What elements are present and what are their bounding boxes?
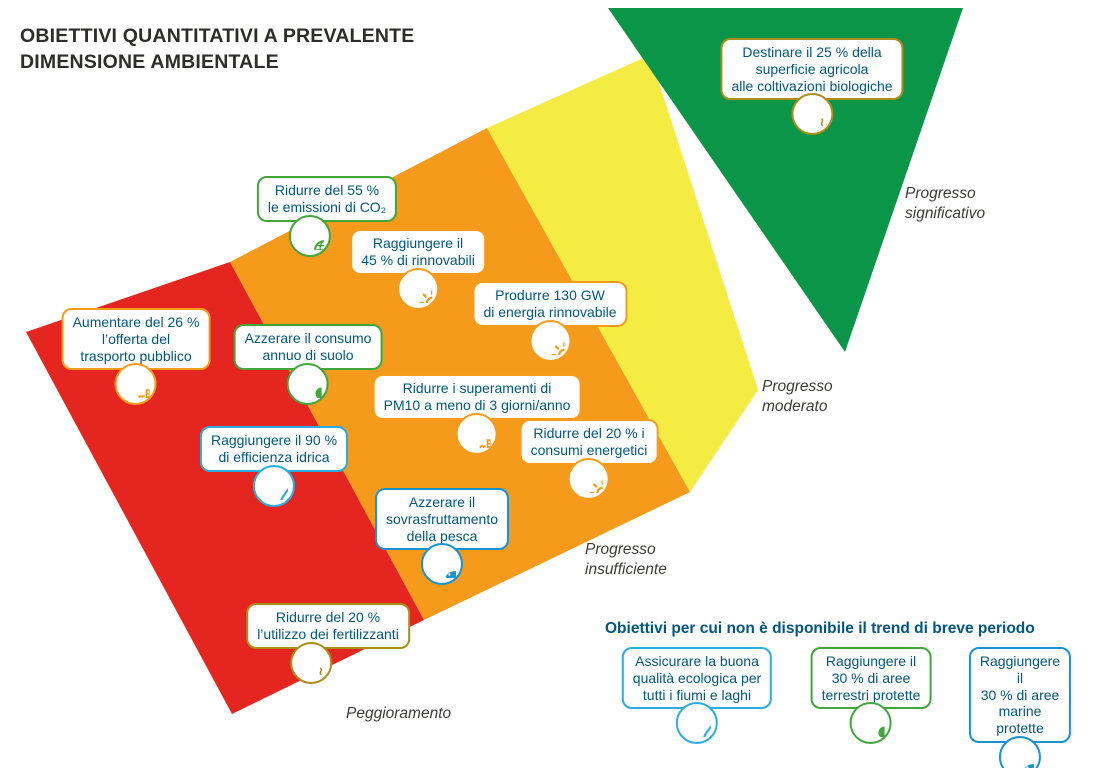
food-bowl-icon [289,641,332,684]
goal-energy-consumption: Ridurre del 20 % i consumi energetici [519,419,659,500]
tree-icon [286,362,329,405]
water-drop-icon [675,702,718,745]
legend-goal-terrestrial-protected-areas: Raggiungere il 30 % di aree terrestri pr… [810,647,932,745]
goal-land-consumption: Azzerare il consumo annuo di suolo [233,324,383,405]
band-label-progresso-insufficiente: Progresso insufficiente [585,541,667,578]
goal-water-efficiency-label: Raggiungere il 90 % di efficienza idrica [199,426,349,472]
band-label-peggioramento: Peggioramento [346,705,452,722]
goal-renewable-energy-130gw-label: Produrre 130 GW di energia rinnovabile [472,281,628,327]
legend-goal-terrestrial-protected-areas-label: Raggiungere il 30 % di aree terrestri pr… [810,647,932,710]
band-progresso-moderato [487,55,758,492]
goal-overfishing: Azzerare il sovrasfruttamento della pesc… [374,488,510,586]
goal-renewables-45-label: Raggiungere il 45 % di rinnovabili [350,229,486,275]
food-bowl-icon [790,93,833,136]
goal-public-transport: Aumentare del 26 % l’offerta del traspor… [61,308,211,406]
city-buildings-icon [114,363,157,406]
goal-renewables-45: Raggiungere il 45 % di rinnovabili [350,229,486,310]
fish-icon [421,543,463,586]
goal-co2-emissions: Ridurre del 55 % le emissioni di CO₂ [256,176,398,257]
sun-icon [397,267,439,310]
goal-renewable-energy-130gw: Produrre 130 GW di energia rinnovabile [472,281,628,362]
goal-water-efficiency: Raggiungere il 90 % di efficienza idrica [199,426,349,507]
water-drop-icon [253,464,295,507]
page-title: OBIETTIVI QUANTITATIVI A PREVALENTE DIME… [20,25,415,73]
legend-goal-rivers-lakes: Assicurare la buona qualità ecologica pe… [621,647,773,745]
legend-goal-marine-protected-areas-label: Raggiungere il 30 % di aree marine prote… [968,647,1072,743]
goal-fertilizers-label: Ridurre del 20 % l’utilizzo dei fertiliz… [246,603,410,649]
goal-organic-farming: Destinare il 25 % della superficie agric… [720,38,904,136]
legend-goal-rivers-lakes-label: Assicurare la buona qualità ecologica pe… [621,647,773,710]
sun-icon [529,319,571,362]
goal-pm10: Ridurre i superamenti di PM10 a meno di … [372,374,582,455]
band-label-progresso-significativo: Progresso significativo [905,185,986,222]
fish-icon [998,735,1041,768]
goal-overfishing-label: Azzerare il sovrasfruttamento della pesc… [374,488,510,551]
sun-icon [567,457,610,500]
goal-energy-consumption-label: Ridurre del 20 % i consumi energetici [519,419,659,465]
legend-title: Obiettivi per cui non è disponibile il t… [605,620,1035,637]
city-buildings-icon [455,412,498,455]
tree-icon [849,702,892,745]
goal-co2-emissions-label: Ridurre del 55 % le emissioni di CO₂ [256,176,398,222]
goal-public-transport-label: Aumentare del 26 % l’offerta del traspor… [61,308,211,371]
legend-goal-marine-protected-areas: Raggiungere il 30 % di aree marine prote… [968,647,1072,768]
globe-icon [289,214,331,257]
goal-organic-farming-label: Destinare il 25 % della superficie agric… [720,38,904,101]
band-label-progresso-moderato: Progresso moderato [762,378,833,415]
goal-fertilizers: Ridurre del 20 % l’utilizzo dei fertiliz… [246,603,410,684]
